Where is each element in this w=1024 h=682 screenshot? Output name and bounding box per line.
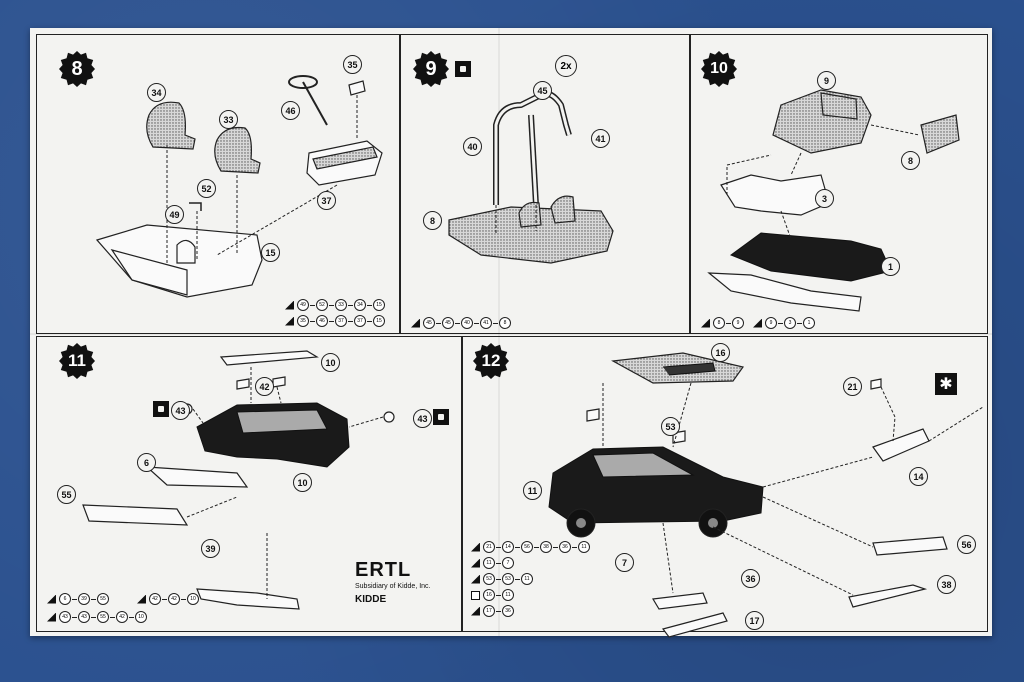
step-10-illustration [707, 89, 960, 312]
part-callout: 34 [147, 83, 166, 102]
part-callout: 8 [423, 211, 442, 230]
part-callout: 55 [57, 485, 76, 504]
part-callout: 41 [591, 129, 610, 148]
step-number: 8 [71, 57, 83, 80]
part-callout: 36 [741, 569, 760, 588]
part-callout: 33 [219, 110, 238, 129]
part-callout: 42 [255, 377, 274, 396]
assembly-sequence: 21 14 56 38 36 11 [471, 541, 590, 553]
part-callout: 52 [197, 179, 216, 198]
step-9-panel: 9 2x 45 40 41 8 45 45 40 41 8 [400, 34, 690, 334]
part-callout: 10 [321, 353, 340, 372]
assembly-sequence: 6 39 55 [47, 593, 109, 605]
paint-icon [455, 61, 471, 77]
part-callout: 43 [413, 409, 432, 428]
part-callout: 45 [533, 81, 552, 100]
part-callout: 39 [201, 539, 220, 558]
part-callout: 46 [281, 101, 300, 120]
part-callout: 38 [937, 575, 956, 594]
part-callout: 11 [523, 481, 542, 500]
assembly-sequence: 17 36 [471, 605, 514, 617]
quantity-badge: 2x [555, 55, 577, 77]
part-callout: 7 [615, 553, 634, 572]
logo-subtitle: Subsidiary of Kidde, Inc. [355, 583, 431, 590]
part-callout: 49 [165, 205, 184, 224]
assembly-sequence: 43 43 55 42 10 [47, 611, 147, 623]
assembly-sequence: 45 45 40 41 8 [411, 317, 511, 329]
step-8-panel: 8 34 35 46 33 52 [36, 34, 400, 334]
part-callout: 14 [909, 467, 928, 486]
assembly-sequence: 9 3 1 [753, 317, 815, 329]
part-callout: 35 [343, 55, 362, 74]
assembly-sequence: 49 52 33 34 15 [285, 299, 385, 311]
step-11-panel: 11 10 42 43 [36, 336, 462, 632]
part-callout: 37 [317, 191, 336, 210]
part-callout: 3 [815, 189, 834, 208]
assembly-sequence: 35 46 37 37 15 [285, 315, 385, 327]
step-12-panel: 12 [462, 336, 988, 638]
step-10-panel: 10 9 8 3 1 8 9 9 3 [690, 34, 988, 334]
step-12-illustration [548, 352, 984, 638]
assembly-sequence: 16 11 [471, 589, 514, 601]
kidde-logo: KIDDE [355, 594, 387, 605]
part-callout: 15 [261, 243, 280, 262]
fold-line-vertical [498, 28, 500, 636]
part-callout: 6 [137, 453, 156, 472]
assembly-sequence: 42 42 10 [137, 593, 199, 605]
step-8-illustration [95, 75, 383, 298]
part-callout: 43 [171, 401, 190, 420]
assembly-sequence: 11 7 [471, 557, 514, 569]
assembly-sequence: 53 53 11 [471, 573, 533, 585]
paint-icon [433, 409, 449, 425]
part-callout: 8 [901, 151, 920, 170]
step-11-illustration [82, 350, 395, 610]
part-callout: 17 [745, 611, 764, 630]
part-callout: 40 [463, 137, 482, 156]
part-callout: 56 [957, 535, 976, 554]
ertl-logo: ERTL [355, 559, 412, 581]
part-callout: 10 [293, 473, 312, 492]
fold-line-horizontal [30, 333, 992, 335]
part-callout: 16 [711, 343, 730, 362]
paint-icon [153, 401, 169, 417]
glue-icon: ✱ [935, 373, 957, 395]
assembly-sequence: 8 9 [701, 317, 744, 329]
instruction-sheet: 8 34 35 46 33 52 [30, 28, 992, 638]
part-callout: 21 [843, 377, 862, 396]
part-callout: 9 [817, 71, 836, 90]
part-callout: 1 [881, 257, 900, 276]
step-9-illustration [448, 90, 614, 264]
part-callout: 53 [661, 417, 680, 436]
